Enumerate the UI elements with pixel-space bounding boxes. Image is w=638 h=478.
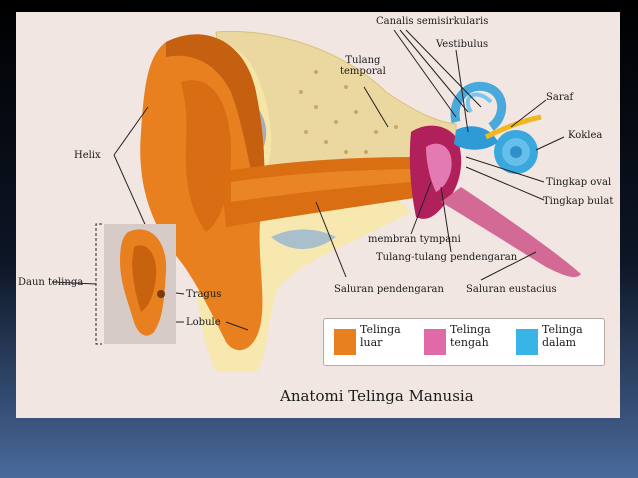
label-daun-telinga: Daun telinga bbox=[18, 277, 84, 288]
legend-label-tengah: Telinga tengah bbox=[450, 323, 491, 349]
cochlea-inner bbox=[510, 146, 522, 158]
diagram-slide: Canalis semisirkularis Vestibulus Tulang… bbox=[16, 12, 620, 418]
grey-cavity-lower bbox=[271, 229, 336, 250]
label-tulang-temporal: Tulang temporal bbox=[340, 55, 386, 77]
label-helix: Helix bbox=[74, 150, 101, 161]
legend-swatch-tengah bbox=[424, 329, 446, 355]
pinna-helix-rim bbox=[166, 34, 265, 212]
inset-ear-hole bbox=[157, 290, 165, 298]
label-saraf: Saraf bbox=[546, 92, 574, 103]
legend: Telinga luar Telinga tengah Telinga dala… bbox=[323, 318, 605, 366]
label-koklea: Koklea bbox=[568, 130, 603, 141]
label-lobule: Lobule bbox=[186, 317, 221, 328]
leader-lines bbox=[113, 29, 565, 331]
diagram-caption: Anatomi Telinga Manusia bbox=[280, 387, 474, 405]
label-membran-tympani: membran tympani bbox=[368, 234, 461, 245]
label-vestibulus: Vestibulus bbox=[436, 39, 489, 50]
label-saluran-eustacius: Saluran eustacius bbox=[466, 284, 557, 295]
pinna-fold bbox=[181, 80, 231, 232]
eustachian-tube bbox=[441, 187, 581, 278]
legend-label-luar: Telinga luar bbox=[360, 323, 401, 349]
auditory-nerve bbox=[484, 114, 542, 140]
legend-swatch-dalam bbox=[516, 329, 538, 355]
semicircular-canal-1 bbox=[450, 81, 507, 131]
semicircular-canal-2 bbox=[465, 92, 493, 114]
legend-label-dalam: Telinga dalam bbox=[542, 323, 583, 349]
label-tulang-pendengaran: Tulang-tulang pendengaran bbox=[376, 252, 518, 263]
label-canalis: Canalis semisirkularis bbox=[376, 16, 489, 27]
legend-swatch-luar bbox=[334, 329, 356, 355]
daun-telinga-bracket bbox=[95, 223, 102, 345]
ear-canal-highlight bbox=[231, 169, 412, 202]
label-saluran-pendengaran: Saluran pendengaran bbox=[334, 284, 444, 295]
inset-ear-inner bbox=[132, 245, 157, 312]
label-tingkap-oval: Tingkap oval bbox=[546, 177, 612, 188]
ear-anatomy-illustration bbox=[51, 29, 581, 373]
ossicles bbox=[426, 143, 452, 192]
label-tragus: Tragus bbox=[186, 289, 222, 300]
label-tingkap-bulat: Tingkap bulat bbox=[543, 196, 614, 207]
vestibule bbox=[454, 126, 498, 150]
